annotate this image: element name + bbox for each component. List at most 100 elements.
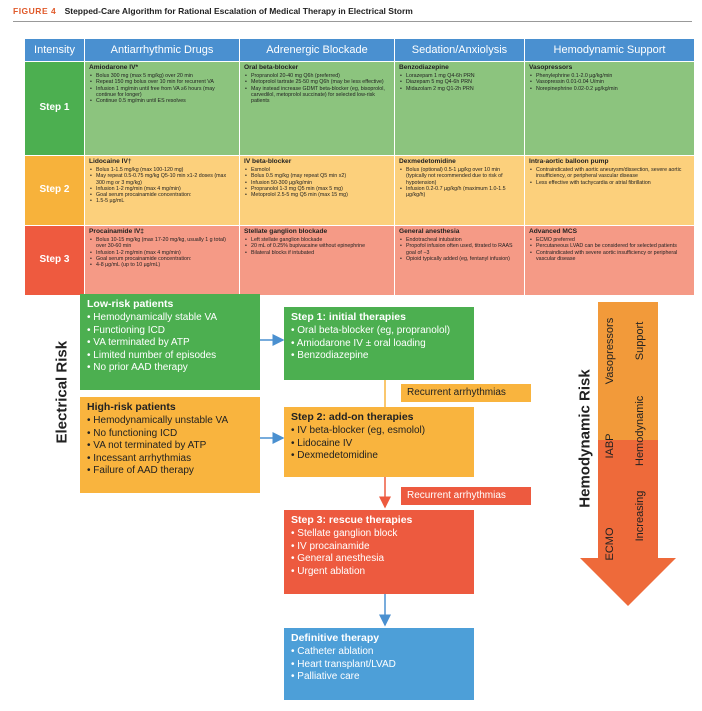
header-sedation: Sedation/Anxiolysis: [394, 38, 525, 62]
list-item: Limited number of episodes: [87, 350, 253, 363]
cell-list-item: Contraindicated with aortic aneurysm/dis…: [530, 167, 690, 180]
list-item: Urgent ablation: [291, 566, 467, 579]
iabp-label: IABP: [604, 433, 616, 459]
header-hemodynamic: Hemodynamic Support: [524, 38, 695, 62]
step3-title: Step 3: rescue therapies: [291, 514, 413, 526]
table-cell: Oral beta-blockerPropranolol 20-40 mg Q6…: [239, 61, 395, 156]
list-item: General anesthesia: [291, 553, 467, 566]
definitive-list: Catheter ablationHeart transplant/LVADPa…: [291, 646, 467, 684]
step3-box: Step 3: rescue therapies Stellate gangli…: [284, 510, 474, 594]
cell-list-item: Goal serum procainamide concentration:: [90, 192, 235, 199]
step-label: Step 3: [24, 225, 85, 296]
cell-list-item: 20 mL of 0.25% bupivacaine without epine…: [245, 243, 390, 250]
cell-list-item: Infusion 1 mg/min until free from VA ≥6 …: [90, 86, 235, 99]
cell-title: Intra-aortic balloon pump: [529, 158, 609, 165]
cell-title: Benzodiazepine: [399, 64, 449, 71]
step2-box: Step 2: add-on therapies IV beta-blocker…: [284, 407, 474, 477]
table-row-step-1: Step 1 Amiodarone IV*Bolus 300 mg (max 5…: [24, 61, 695, 156]
cell-list-item: Continue 0.5 mg/min until ES resolves: [90, 98, 235, 105]
hemodynamic-risk-label: Hemodynamic Risk: [576, 369, 594, 508]
list-item: No prior AAD therapy: [87, 362, 253, 375]
table-cell: Intra-aortic balloon pumpContraindicated…: [524, 155, 695, 226]
step1-box: Step 1: initial therapies Oral beta-bloc…: [284, 307, 474, 380]
cell-list: EsmololBolus 0.5 mg/kg (may repeat Q5 mi…: [244, 167, 390, 199]
high-risk-title: High-risk patients: [87, 401, 176, 413]
increasing-label: Increasing: [634, 490, 646, 542]
cell-list-item: Propranolol 1-3 mg Q5 min (max 5 mg): [245, 186, 390, 193]
cell-list-item: Percutaneous LVAD can be considered for …: [530, 243, 690, 250]
cell-list-item: Propranolol 20-40 mg Q6h (preferred): [245, 73, 390, 80]
cell-list-item: Infusion 50-300 µg/kg/min: [245, 180, 390, 187]
cell-list-item: Opioid typically added (eg, fentanyl inf…: [400, 256, 520, 263]
list-item: Lidocaine IV: [291, 438, 467, 451]
vasopressors-label: Vasopressors: [604, 317, 616, 385]
cell-list-item: Vasopressin 0.01-0.04 U/min: [530, 79, 690, 86]
table-cell: Stellate ganglion blockadeLeft stellate …: [239, 225, 395, 296]
cell-list-item: May instead increase GDMT beta-blocker (…: [245, 86, 390, 105]
cell-list-item: Bilateral blocks if intubated: [245, 250, 390, 257]
cell-list: Propranolol 20-40 mg Q6h (preferred)Meto…: [244, 73, 390, 104]
list-item: Palliative care: [291, 671, 467, 684]
high-risk-box: High-risk patients Hemodynamically unsta…: [80, 397, 260, 493]
step1-title: Step 1: initial therapies: [291, 311, 406, 323]
table-cell: Advanced MCS ECMO preferredPercutaneous L…: [524, 225, 695, 296]
list-item: VA terminated by ATP: [87, 337, 253, 350]
cell-list-item: Diazepam 5 mg Q4-6h PRN: [400, 79, 520, 86]
recurrent-arrhythmias-label-2: Recurrent arrhythmias: [401, 487, 531, 505]
low-risk-list: Hemodynamically stable VAFunctioning ICD…: [87, 312, 253, 375]
table-cell: General anesthesiaEndotracheal intubatio…: [394, 225, 525, 296]
header-intensity: Intensity: [24, 38, 85, 62]
cell-list: Bolus (optional) 0.5-1 µg/kg over 10 min…: [399, 167, 520, 198]
cell-title: IV beta-blocker: [244, 158, 292, 165]
table-cell: IV beta-blockerEsmololBolus 0.5 mg/kg (m…: [239, 155, 395, 226]
cell-list-item: Norepinephrine 0.02-0.2 µg/kg/min: [530, 86, 690, 93]
cell-list-item: Goal serum procainamide concentration:: [90, 256, 235, 263]
ecmo-label: ECMO: [604, 527, 616, 561]
list-item: VA not terminated by ATP: [87, 440, 253, 453]
hemodynamic-arrow-gradient-top: [598, 302, 658, 440]
list-item: IV beta-blocker (eg, esmolol): [291, 425, 467, 438]
cell-list-item: Propofol infusion often used, titrated t…: [400, 243, 520, 256]
list-item: Heart transplant/LVAD: [291, 659, 467, 672]
table-cell: Procainamide IV‡Bolus 10-15 mg/kg (max 1…: [84, 225, 240, 296]
step2-list: IV beta-blocker (eg, esmolol)Lidocaine I…: [291, 425, 467, 463]
low-risk-title: Low-risk patients: [87, 298, 174, 310]
cell-list: ECMO preferredPercutaneous LVAD can be c…: [529, 237, 690, 262]
cell-list: Left stellate ganglion blockade20 mL of …: [244, 237, 390, 256]
low-risk-box: Low-risk patients Hemodynamically stable…: [80, 294, 260, 390]
cell-title: Vasopressors: [529, 64, 573, 71]
support-label: Support: [634, 321, 646, 361]
table-cell: Lidocaine IV†Bolus 1-1.5 mg/kg (max 100-…: [84, 155, 240, 226]
list-item: Hemodynamically unstable VA: [87, 415, 253, 428]
header-adrenergic: Adrenergic Blockade: [239, 38, 395, 62]
list-item: Benzodiazepine: [291, 350, 467, 363]
list-item: Stellate ganglion block: [291, 528, 467, 541]
cell-list-item: Endotracheal intubation: [400, 237, 520, 244]
cell-list: Phenylephrine 0.1-2.0 µg/kg/minVasopress…: [529, 73, 690, 92]
list-item: Hemodynamically stable VA: [87, 312, 253, 325]
cell-list: Bolus 10-15 mg/kg (max 17-20 mg/kg, usua…: [89, 237, 235, 269]
list-item: Catheter ablation: [291, 646, 467, 659]
hemodynamic-label: Hemodynamic: [634, 395, 646, 466]
cell-list-item: Infusion 1-2 mg/min (max 4 mg/min): [90, 250, 235, 257]
cell-list-item: ECMO preferred: [530, 237, 690, 244]
cell-list-item: Midazolam 2 mg Q1-2h PRN: [400, 86, 520, 93]
cell-list-item: Metoprolol tartrate 25-50 mg Q6h (may be…: [245, 79, 390, 86]
cell-list-item: Repeat 150 mg bolus over 10 min for recu…: [90, 79, 235, 86]
cell-list-item: May repeat 0.5-0.75 mg/kg Q5-10 min x1-2…: [90, 173, 235, 186]
list-item: No functioning ICD: [87, 428, 253, 441]
step2-title: Step 2: add-on therapies: [291, 411, 414, 423]
figure-caption: Stepped-Care Algorithm for Rational Esca…: [64, 6, 413, 16]
table-cell: DexmedetomidineBolus (optional) 0.5-1 µg…: [394, 155, 525, 226]
cell-list: Contraindicated with aortic aneurysm/dis…: [529, 167, 690, 186]
table-cell: VasopressorsPhenylephrine 0.1-2.0 µg/kg/…: [524, 61, 695, 156]
stepped-care-table: Intensity Antiarrhythmic Drugs Adrenergi…: [24, 38, 695, 296]
cell-list-item: Bolus 0.5 mg/kg (may repeat Q5 min x2): [245, 173, 390, 180]
cell-list: Lorazepam 1 mg Q4-6h PRNDiazepam 5 mg Q4…: [399, 73, 520, 92]
cell-list-item: Esmolol: [245, 167, 390, 174]
cell-title: Advanced MCS: [529, 228, 577, 235]
figure-label: FIGURE 4: [13, 6, 57, 16]
cell-list-item: Bolus 300 mg (max 5 mg/kg) over 20 min: [90, 73, 235, 80]
cell-list-item: 1.5-5 µg/mL: [90, 198, 235, 205]
